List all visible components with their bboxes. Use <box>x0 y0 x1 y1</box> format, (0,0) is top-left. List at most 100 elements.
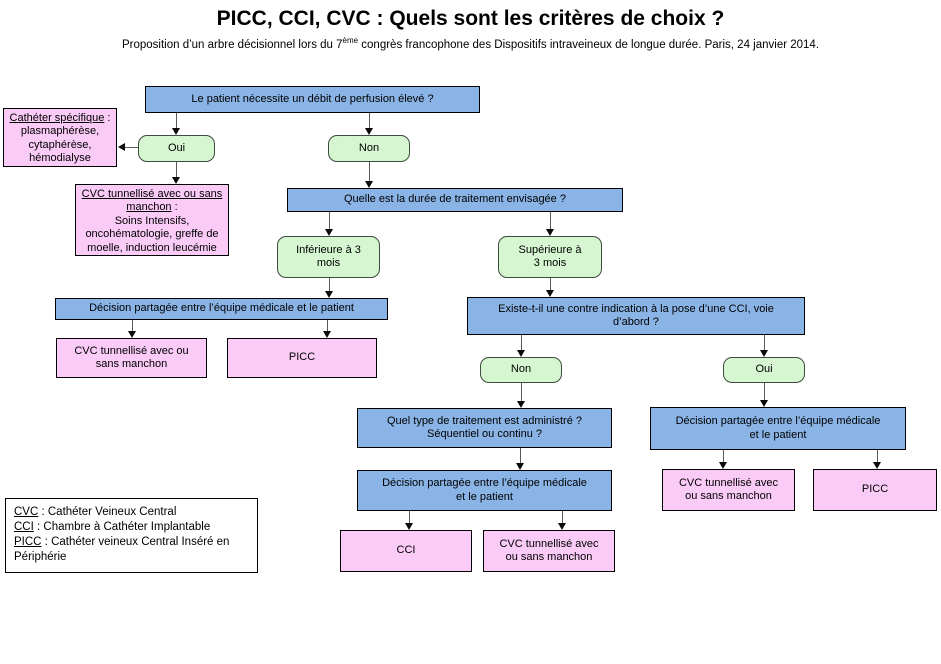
connector-line <box>877 450 878 462</box>
question-box-decision-partagee-mid: Décision partagée entre l’équipe médical… <box>357 470 612 511</box>
legend-separator: : <box>41 535 52 548</box>
page-subtitle: Proposition d’un arbre décisionnel lors … <box>0 36 941 51</box>
note-box-cvc-tunnellise-indications: CVC tunnellisé avec ou sans manchon : So… <box>75 184 229 256</box>
arrow-down-icon <box>760 350 768 357</box>
connector-line <box>327 320 328 331</box>
answer-box-non-debit: Non <box>328 135 410 162</box>
arrow-down-icon <box>405 523 413 530</box>
arrow-down-icon <box>365 128 373 135</box>
connector-line <box>764 383 765 400</box>
answer-box-oui-debit: Oui <box>138 135 215 162</box>
question-box-decision-partagee-left: Décision partagée entre l’équipe médical… <box>55 298 388 320</box>
arrow-down-icon <box>517 401 525 408</box>
question-text: Décision partagée entre l’équipe médical… <box>382 477 587 503</box>
arrow-down-icon <box>873 462 881 469</box>
legend-definition: Chambre à Cathéter Implantable <box>43 520 211 533</box>
legend-separator: : <box>38 506 48 518</box>
arrow-down-icon <box>517 350 525 357</box>
arrow-down-icon <box>546 290 554 297</box>
question-box-debit-perfusion: Le patient nécessite un débit de perfusi… <box>145 86 480 113</box>
question-text: Décision partagée entre l’équipe médical… <box>89 302 354 315</box>
legend-term: CVC <box>14 506 39 518</box>
question-text: Décision partagée entre l’équipe médical… <box>675 415 881 441</box>
answer-box-superieure-3-mois: Supérieure à 3 mois <box>498 236 602 278</box>
answer-text: Oui <box>167 141 186 154</box>
legend-definition: Cathéter Veineux Central <box>47 506 177 518</box>
question-box-contre-indication: Existe-t-il une contre indication à la p… <box>467 297 805 335</box>
note-title: CVC tunnellisé avec ou sans manchon <box>81 188 223 214</box>
subtitle-prefix: Proposition d’un arbre décisionnel lors … <box>121 38 343 51</box>
result-box-picc-left: PICC <box>227 338 377 378</box>
arrow-down-icon <box>558 523 566 530</box>
legend-separator: : <box>33 520 44 533</box>
answer-box-inferieure-3-mois: Inférieure à 3 mois <box>277 236 380 278</box>
legend-term: CCI <box>14 520 34 533</box>
note-box-catheter-specifique: Cathéter spécifique : plasmaphérèse, cyt… <box>3 108 117 167</box>
legend-term: PICC <box>14 535 42 548</box>
result-box-cvc-tunnellise-mid: CVC tunnellisé avec ou sans manchon <box>483 530 615 572</box>
connector-line <box>329 278 330 291</box>
question-text: Le patient nécessite un débit de perfusi… <box>191 92 434 105</box>
legend-box: CVC : Cathéter Veineux Central CCI : Cha… <box>5 498 258 573</box>
arrow-down-icon <box>365 181 373 188</box>
page-title: PICC, CCI, CVC : Quels sont les critères… <box>216 7 725 30</box>
question-box-duree-traitement: Quelle est la durée de traitement envisa… <box>287 188 623 212</box>
connector-line <box>550 212 551 229</box>
result-text: PICC <box>288 351 316 364</box>
question-text: Quelle est la durée de traitement envisa… <box>344 193 566 206</box>
connector-line <box>409 511 410 523</box>
note-body: plasmaphérèse, cytaphérèse, hémodialyse <box>20 125 100 165</box>
result-box-picc-right: PICC <box>813 469 937 511</box>
arrow-down-icon <box>323 331 331 338</box>
legend-definition: Cathéter veineux Central Inséré en Périp… <box>14 535 230 563</box>
connector-line <box>125 147 138 148</box>
question-text: Quel type de traitement est administré ?… <box>386 414 583 440</box>
result-text: CVC tunnellisé avec ou sans manchon <box>74 344 189 370</box>
connector-line <box>764 335 765 350</box>
connector-line <box>369 113 370 128</box>
result-box-cvc-tunnellise-left: CVC tunnellisé avec ou sans manchon <box>56 338 207 378</box>
note-body: Soins Intensifs, oncohématologie, greffe… <box>85 214 219 254</box>
connector-line <box>520 448 521 463</box>
connector-line <box>132 320 133 331</box>
arrow-down-icon <box>172 128 180 135</box>
answer-box-non-contre-indication: Non <box>480 357 562 383</box>
connector-line <box>562 511 563 523</box>
connector-line <box>521 335 522 350</box>
connector-line <box>521 383 522 401</box>
arrow-down-icon <box>516 463 524 470</box>
note-title: Cathéter spécifique <box>9 112 105 124</box>
connector-line <box>550 278 551 291</box>
arrow-down-icon <box>546 229 554 236</box>
connector-line <box>369 162 370 181</box>
arrow-left-icon <box>118 143 125 151</box>
arrow-down-icon <box>128 331 136 338</box>
subtitle-superscript: ème <box>342 36 359 45</box>
legend-line-picc: PICC : Cathéter veineux Central Inséré e… <box>14 535 249 565</box>
result-box-cvc-tunnellise-right: CVC tunnellisé avec ou sans manchon <box>662 469 795 511</box>
subtitle-suffix: congrès francophone des Dispositifs intr… <box>358 38 820 51</box>
connector-line <box>176 113 177 128</box>
result-text: CCI <box>396 544 416 557</box>
note-colon: : <box>104 112 111 124</box>
legend-line-cci: CCI : Chambre à Cathéter Implantable <box>14 520 249 535</box>
answer-text: Inférieure à 3 mois <box>296 243 361 269</box>
arrow-down-icon <box>325 291 333 298</box>
result-text: PICC <box>861 483 889 496</box>
result-box-cci: CCI <box>340 530 472 572</box>
arrow-down-icon <box>719 462 727 469</box>
legend-line-cvc: CVC : Cathéter Veineux Central <box>14 505 249 520</box>
arrow-down-icon <box>760 400 768 407</box>
answer-text: Non <box>358 141 380 154</box>
answer-text: Non <box>510 363 532 376</box>
arrow-down-icon <box>325 229 333 236</box>
answer-text: Supérieure à 3 mois <box>518 243 582 269</box>
question-box-decision-partagee-right: Décision partagée entre l’équipe médical… <box>650 407 906 450</box>
connector-line <box>176 162 177 177</box>
question-box-type-traitement: Quel type de traitement est administré ?… <box>357 408 612 448</box>
connector-line <box>723 450 724 462</box>
arrow-down-icon <box>172 177 180 184</box>
answer-text: Oui <box>755 363 773 376</box>
answer-box-oui-contre-indication: Oui <box>723 357 805 383</box>
result-text: CVC tunnellisé avec ou sans manchon <box>499 537 599 563</box>
